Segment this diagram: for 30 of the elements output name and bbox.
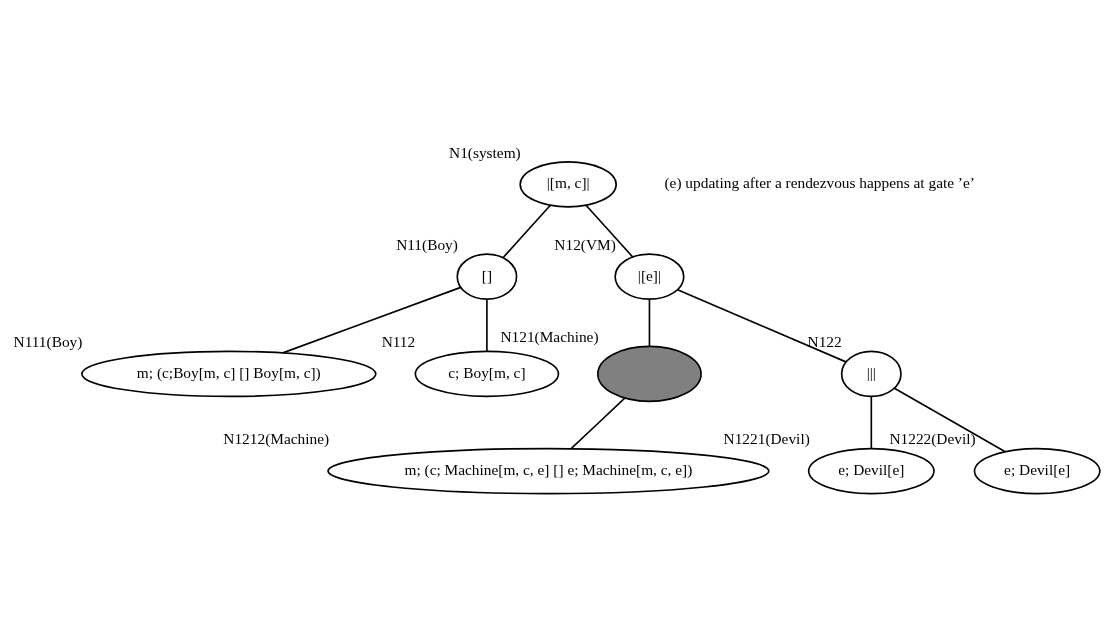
connector xyxy=(570,397,626,449)
node-ellipse: c; Boy[m, c] xyxy=(414,350,560,397)
node-label: N1221(Devil) xyxy=(723,429,810,447)
node-ellipse: |[m, c]| xyxy=(519,160,617,208)
connector xyxy=(676,288,847,363)
connector xyxy=(893,386,1007,452)
node-ellipse: ||| xyxy=(840,350,902,397)
node-ellipse: m; (c;Boy[m, c] [] Boy[m, c]) xyxy=(81,350,377,397)
node-label: N11(Boy) xyxy=(396,235,458,253)
node-label: N112 xyxy=(381,332,416,350)
node-ellipse: m; (c; Machine[m, c, e] [] e; Machine[m, c, e]) xyxy=(327,447,770,494)
node-ellipse: e; Devil[e] xyxy=(973,447,1101,494)
node-label: N121(Machine) xyxy=(500,327,599,345)
connector xyxy=(648,298,651,347)
node-label: N111(Boy) xyxy=(13,332,83,350)
node-label: N12(VM) xyxy=(554,235,616,253)
connector xyxy=(585,204,634,258)
label: (e) updating after a rendezvous happens at gate ’e’ xyxy=(664,173,975,191)
connector xyxy=(282,286,462,354)
node-ellipse: |[e]| xyxy=(614,252,685,300)
connector xyxy=(502,204,551,258)
node-label: N1222(Devil) xyxy=(889,429,976,447)
node-label: N1212(Machine) xyxy=(223,429,330,447)
node-ellipse: [] xyxy=(456,252,518,300)
connector xyxy=(486,298,488,352)
node-ellipse: e; Devil[e] xyxy=(807,447,935,494)
node-ellipse xyxy=(597,345,702,402)
connector xyxy=(870,395,873,449)
node-label: N1(system) xyxy=(449,143,521,161)
node-label: N122 xyxy=(807,332,842,350)
